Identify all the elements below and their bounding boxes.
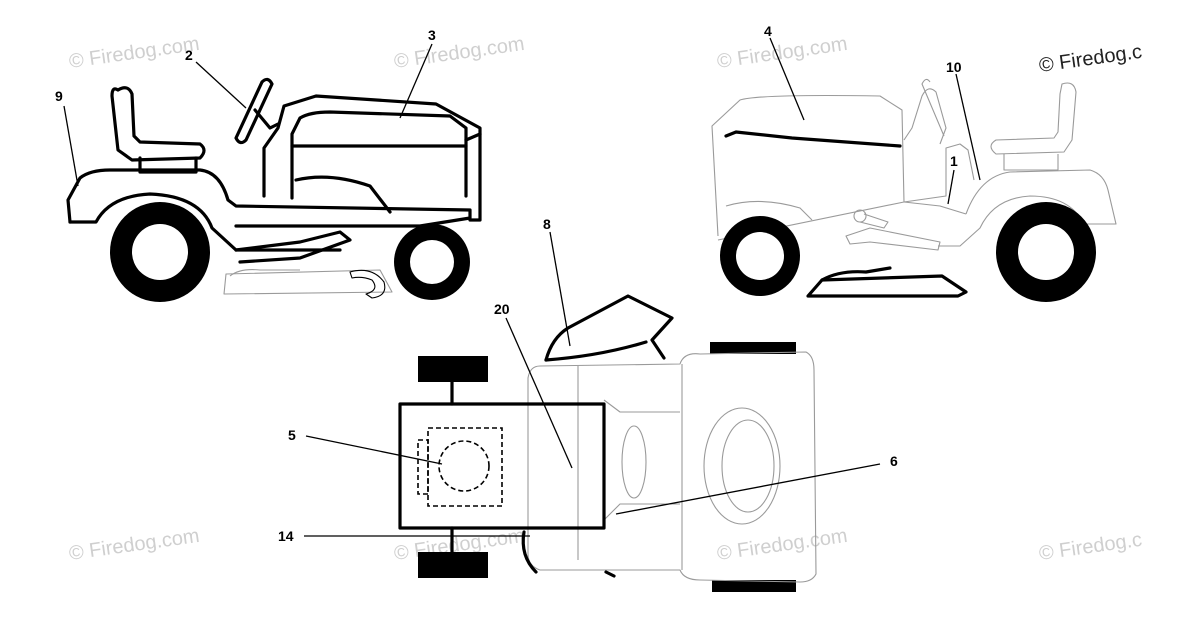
callout-10: 10 <box>946 59 962 75</box>
seat <box>110 86 206 162</box>
callout-5: 5 <box>288 427 296 443</box>
leader-5 <box>305 435 443 465</box>
steering-wheel-rim <box>921 78 945 137</box>
front-wheel-hub <box>736 232 784 280</box>
callout-1: 1 <box>950 153 958 169</box>
callout-14: 14 <box>278 528 294 544</box>
tractor-left-side-view <box>66 77 482 302</box>
engine-flywheel <box>438 440 490 492</box>
rear-tire-left <box>418 356 488 382</box>
rear-wheel-hub <box>132 224 188 280</box>
callout-8: 8 <box>543 216 551 232</box>
steering-column <box>253 108 280 130</box>
fender-link <box>903 201 967 215</box>
leader-1 <box>947 169 955 205</box>
mower-deck <box>806 274 968 298</box>
deck-lever <box>521 530 538 574</box>
body-outline <box>527 351 817 583</box>
rear-fender <box>66 168 472 228</box>
leader-20 <box>505 317 573 469</box>
watermark: © Firedog.com <box>393 33 526 73</box>
callout-2: 2 <box>185 47 193 63</box>
rear-tire-right <box>418 552 488 578</box>
discharge-bag <box>544 294 674 362</box>
mower-deck <box>223 269 393 295</box>
leader-6 <box>615 463 881 515</box>
seat-base <box>1003 154 1059 171</box>
mower-deck-top <box>229 269 300 277</box>
watermark: © Firedog.com <box>68 525 201 565</box>
callout-4: 4 <box>764 23 772 39</box>
callouts: 9 2 3 4 10 1 8 20 5 6 14 <box>55 23 962 544</box>
tractor-right-side-view <box>711 78 1117 302</box>
leader-3 <box>399 43 433 119</box>
steering-wheel <box>903 88 947 145</box>
hood <box>711 94 905 241</box>
discharge-chute <box>349 269 386 299</box>
watermark: © Firedog.com <box>716 525 849 565</box>
steering-wheel <box>234 77 274 145</box>
foot-pedal <box>234 230 352 264</box>
hood-panel <box>398 402 606 530</box>
leader-9 <box>63 105 79 187</box>
hood <box>262 94 482 222</box>
dash <box>903 143 975 203</box>
discharge-bag-edge <box>544 340 648 362</box>
leader-lines <box>63 37 981 537</box>
fender-arch <box>68 192 342 252</box>
watermark: © Firedog.com <box>68 33 201 73</box>
leader-4 <box>769 37 805 121</box>
callout-20: 20 <box>494 301 510 317</box>
front-tire-left <box>710 342 796 354</box>
leader-2 <box>195 61 247 109</box>
callout-3: 3 <box>428 27 436 43</box>
hood-inner <box>290 110 468 200</box>
front-tire-right <box>712 580 796 592</box>
lever-knob <box>853 209 867 223</box>
deck-lever-tip <box>604 570 616 578</box>
grille-top <box>464 132 482 142</box>
hood-side-panel <box>725 200 813 221</box>
dash-lines <box>603 399 680 521</box>
lever <box>859 213 889 229</box>
front-wheel-hub <box>410 240 454 284</box>
callout-6: 6 <box>890 453 898 469</box>
seat-base <box>138 156 198 174</box>
hood-side-panel <box>294 175 392 214</box>
mower-deck-top <box>820 266 892 282</box>
foot-pedal <box>845 227 941 251</box>
engine-side <box>417 439 429 495</box>
steering-wheel <box>621 425 647 499</box>
seat-top <box>703 407 781 525</box>
seat-cushion <box>721 419 775 513</box>
hood-line <box>724 130 902 148</box>
watermark: © Firedog.c <box>1038 41 1144 77</box>
leader-10 <box>955 73 981 181</box>
tractor-top-view <box>398 294 817 592</box>
leader-8 <box>549 231 571 347</box>
seat <box>990 82 1077 155</box>
watermark: © Firedog.c <box>1038 529 1144 565</box>
rear-wheel-hub <box>1018 224 1074 280</box>
callout-9: 9 <box>55 88 63 104</box>
